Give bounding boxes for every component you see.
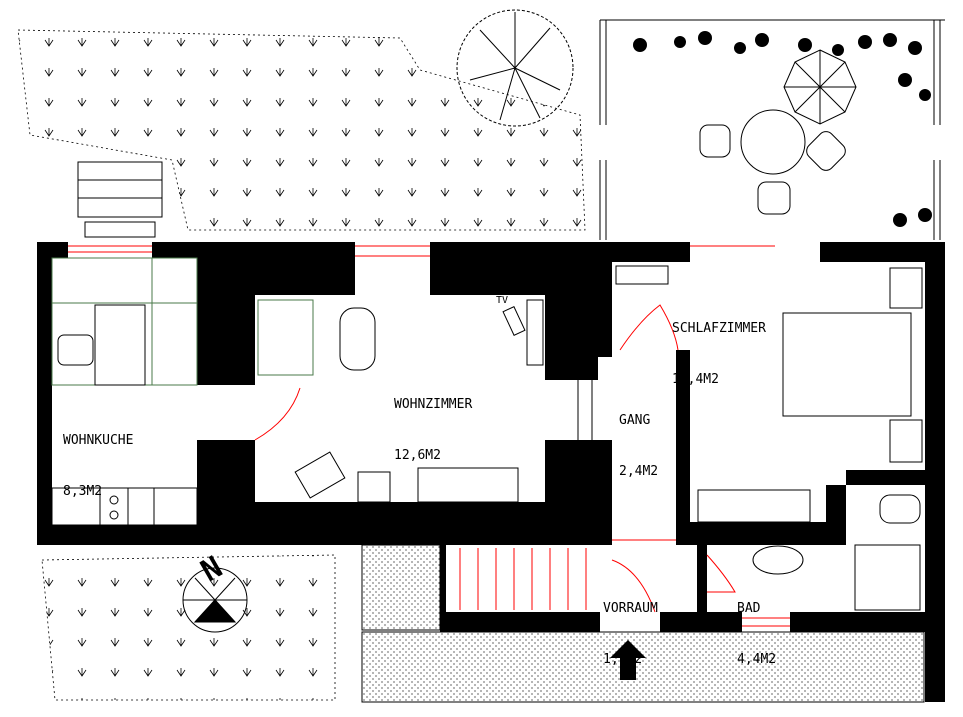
room-label-wohnkuche: WOHNKUCHE 8,3M2 <box>63 398 133 517</box>
room-name: VORRAUM <box>603 601 658 616</box>
room-area: 4,4M2 <box>737 652 777 667</box>
furniture <box>51 257 923 611</box>
tv-label: TV <box>496 295 509 306</box>
room-name: BAD <box>737 601 761 616</box>
gang-opening <box>39 380 593 480</box>
tree-icon <box>456 9 574 127</box>
room-name: WOHNKUCHE <box>63 433 134 448</box>
terrace <box>599 19 945 240</box>
room-name: SCHLAFZIMMER <box>672 321 766 336</box>
room-area: 1,9M2 <box>603 652 643 667</box>
stairs <box>459 548 587 610</box>
room-area: 13,4M2 <box>672 372 719 387</box>
room-area: 12,6M2 <box>394 448 441 463</box>
room-name: GANG <box>619 413 651 428</box>
room-label-gang: GANG 2,4M2 <box>619 378 658 497</box>
room-label-wohnzimmer: WOHNZIMMER 12,6M2 <box>394 362 472 481</box>
room-name: WOHNZIMMER <box>394 397 473 412</box>
room-label-bad: BAD 4,4M2 <box>737 566 776 685</box>
paving <box>361 544 925 703</box>
flowers <box>633 31 932 227</box>
table <box>740 109 806 175</box>
windows-doors <box>68 245 790 627</box>
garden-north <box>17 29 586 231</box>
room-label-schlafzimmer: SCHLAFZIMMER 13,4M2 <box>672 286 766 405</box>
entrance-arrow-icon <box>610 640 646 680</box>
room-label-vorraum: VORRAUM 1,9M2 <box>603 566 658 685</box>
room-area: 8,3M2 <box>63 484 103 499</box>
room-area: 2,4M2 <box>619 464 659 479</box>
garden-south <box>41 554 336 701</box>
walls <box>37 242 945 702</box>
compass-icon <box>182 567 248 633</box>
garden-bench <box>77 161 163 238</box>
